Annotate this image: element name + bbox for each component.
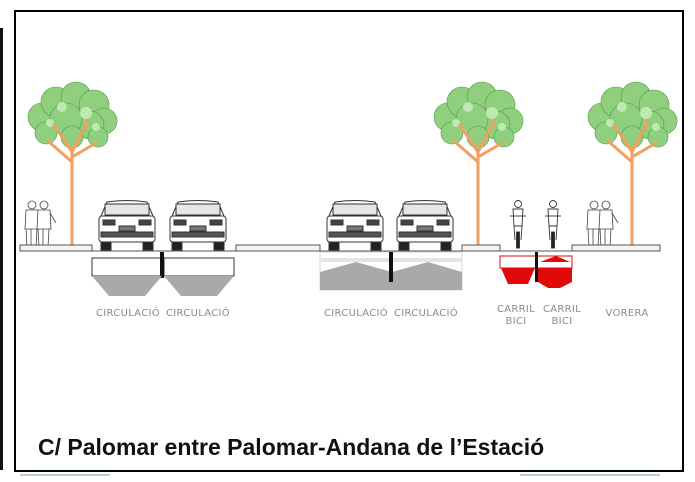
car-lane-3 [326, 200, 384, 251]
label-circulacio-4: CIRCULACIÓ [394, 306, 458, 319]
cyclist-2 [544, 200, 562, 249]
car-lane-1 [98, 200, 156, 251]
scan-artifact-right [520, 474, 660, 476]
car-lane-2 [169, 200, 227, 251]
scan-artifact-left [20, 474, 110, 476]
street-profile [19, 244, 661, 252]
label-circulacio-2: CIRCULACIÓ [166, 306, 230, 319]
cyclist-1 [509, 200, 527, 249]
label-circulacio-3: CIRCULACIÓ [324, 306, 388, 319]
label-carril-1: CARRIL [497, 304, 535, 315]
label-circulacio-1: CIRCULACIÓ [96, 306, 160, 319]
label-vorera: VORERA [606, 308, 649, 319]
car-lane-4 [396, 200, 454, 251]
pedestrian-left-2 [36, 200, 57, 248]
pedestrian-right-2 [598, 200, 619, 248]
bike-lane-sections [499, 252, 573, 288]
left-border-rule [0, 28, 3, 470]
figure-caption: C/ Palomar entre Palomar-Andana de l’Est… [38, 434, 545, 460]
lane-sections-left [91, 252, 235, 296]
lane-sections-right [319, 251, 463, 291]
label-carril-2: CARRIL [543, 304, 581, 315]
label-bici-2: BICI [552, 316, 573, 327]
label-bici-1: BICI [506, 316, 527, 327]
